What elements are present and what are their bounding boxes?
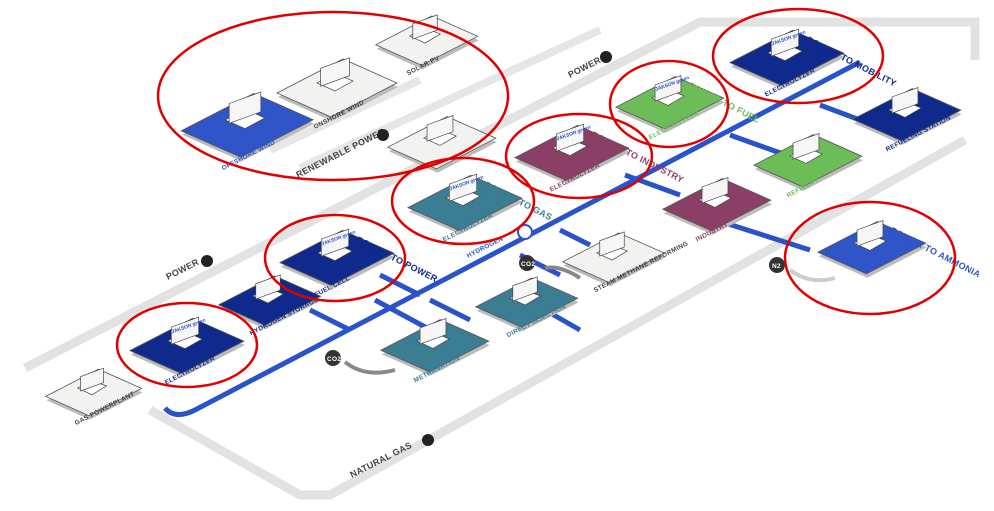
equipment-body <box>512 276 538 302</box>
power-icon <box>201 255 213 267</box>
co2-badge: CO2 <box>325 350 341 366</box>
co2-text: CO2 <box>521 261 535 268</box>
equipment-body <box>856 220 884 247</box>
renewable-power-line <box>268 26 602 172</box>
equipment-body <box>792 133 820 160</box>
power-icon <box>377 129 389 141</box>
equipment-body <box>654 75 682 102</box>
equipment-body <box>891 87 919 114</box>
highlight-power-to-mobility <box>711 7 885 105</box>
highlight-power-to-industry <box>504 112 654 200</box>
co2-text: CO2 <box>327 356 341 363</box>
node-power-to-ammonia: POWER TO AMMONIA <box>816 220 983 280</box>
equipment-body <box>320 228 350 257</box>
highlight-power-to-ammonia <box>783 200 957 316</box>
highlight-electrolyzer-left <box>115 301 259 389</box>
co2-arrow <box>343 360 396 375</box>
hydrogen-branches <box>308 102 861 338</box>
highlight-renewables <box>156 10 510 182</box>
equipment-body <box>426 115 454 142</box>
node-solar-pv: SOLAR PV <box>374 14 479 77</box>
highlight-power-to-fuel <box>608 59 730 149</box>
node-onshore-wind: ONSHORE WIND <box>276 57 398 131</box>
equipment-body <box>320 57 350 87</box>
co2-arrow <box>544 265 582 280</box>
node-methanation: METHANATION <box>379 318 490 384</box>
node-refueling-station: REFUELING STATION <box>851 87 962 153</box>
power-flow-line <box>22 17 980 373</box>
natural-gas-label: NATURAL GAS <box>348 440 413 480</box>
equipment-body <box>412 14 438 40</box>
node-hydrogen-storage: HYDROGEN STORAGE <box>217 274 322 337</box>
equipment-body <box>770 28 800 57</box>
highlight-power-to-power <box>263 213 407 303</box>
flow-lines <box>22 17 980 500</box>
n2-badge: N2 <box>769 257 785 273</box>
equipment-body <box>419 318 447 345</box>
equipment-body <box>555 123 585 152</box>
highlight-power-to-gas <box>390 156 536 246</box>
equipment-body <box>599 231 625 257</box>
co2-badge: CO2 <box>519 255 535 271</box>
equipment-body <box>170 316 200 345</box>
node-industry: INDUSTRY <box>661 177 772 243</box>
equipment-body <box>701 177 729 204</box>
node-direct-injection: DIRECT INJECTION <box>474 276 579 339</box>
natural-gas-flow-line <box>147 136 968 500</box>
equipment-body <box>228 91 262 124</box>
node-grid <box>386 115 497 173</box>
n2-text: N2 <box>772 263 781 270</box>
h2-badge <box>517 224 533 240</box>
equipment-body <box>80 367 104 392</box>
node-gas-powerplant: GAS POWERPLANT <box>44 367 143 427</box>
highlight-ellipses <box>115 7 957 389</box>
node-offshore-wind: OFFSHORE WIND <box>180 91 315 172</box>
power-icon <box>600 51 612 63</box>
equipment-body <box>448 173 478 202</box>
n2-arrow <box>788 268 836 283</box>
flame-icon <box>422 434 434 446</box>
hydrogen-line <box>163 59 862 417</box>
node-refinery: REFINERY <box>752 133 863 199</box>
